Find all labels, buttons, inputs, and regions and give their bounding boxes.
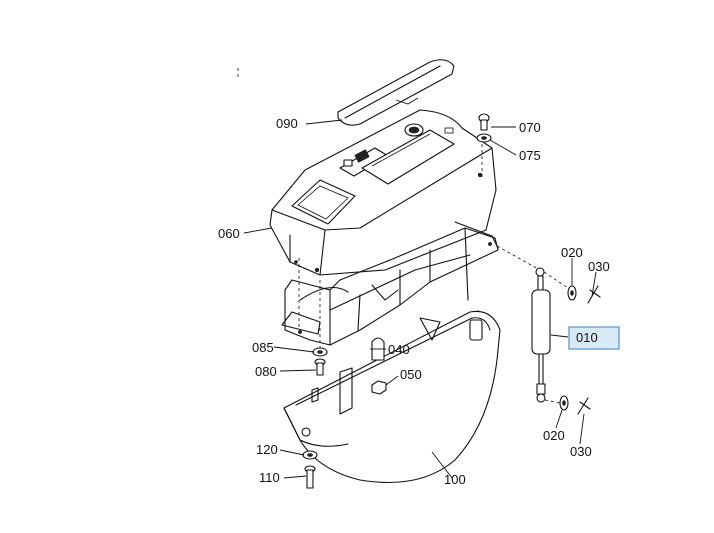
callout-090[interactable]: 090 <box>276 116 298 131</box>
callout-050[interactable]: 050 <box>400 367 422 382</box>
callout-020-top[interactable]: 020 <box>561 245 583 260</box>
lower-box <box>283 310 501 484</box>
leader-lines <box>243 119 597 479</box>
assembly-lines <box>237 68 541 348</box>
callout-020-bottom[interactable]: 020 <box>543 428 565 443</box>
callout-080[interactable]: 080 <box>255 364 277 379</box>
callout-040[interactable]: 040 <box>388 342 410 357</box>
inner-frame <box>281 221 499 346</box>
callout-085[interactable]: 085 <box>252 340 274 355</box>
highlight-box-010[interactable] <box>568 326 620 350</box>
callout-070[interactable]: 070 <box>519 120 541 135</box>
callout-060[interactable]: 060 <box>218 226 240 241</box>
callout-030-bottom[interactable]: 030 <box>570 444 592 459</box>
callout-075[interactable]: 075 <box>519 148 541 163</box>
gas-strut <box>531 267 601 415</box>
callout-100[interactable]: 100 <box>444 472 466 487</box>
callout-010[interactable]: 010 <box>576 330 598 345</box>
callout-120[interactable]: 120 <box>256 442 278 457</box>
armrest-pad <box>337 59 455 126</box>
callout-110[interactable]: 110 <box>259 470 280 485</box>
console-cover <box>269 109 497 276</box>
callout-030-top[interactable]: 030 <box>588 259 610 274</box>
fasteners <box>302 113 492 489</box>
